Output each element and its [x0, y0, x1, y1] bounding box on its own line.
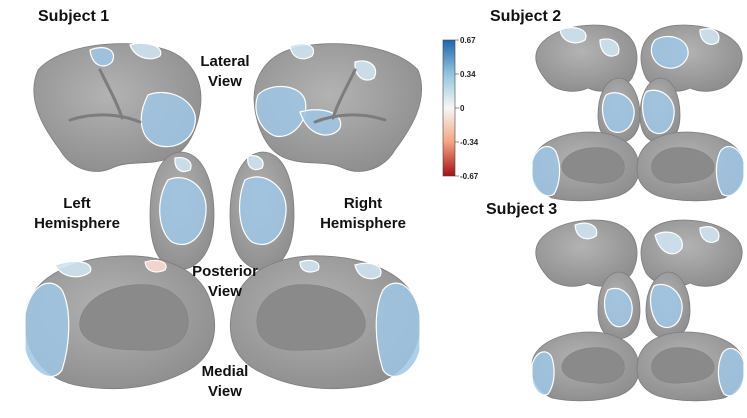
sulcus-line [68, 113, 142, 124]
medial-wall [561, 347, 625, 384]
cortex-surface [640, 219, 743, 287]
colorbar-tick-label: -0.34 [460, 138, 479, 147]
activation-blob [129, 42, 162, 60]
subject3-group [531, 219, 745, 402]
right-hemisphere-label: Right Hemisphere [306, 194, 420, 234]
s1-posterior-left-brain [149, 151, 215, 271]
colorbar [442, 39, 459, 177]
medial-view-label: Medial View [180, 362, 270, 402]
colorbar-bar [442, 39, 456, 177]
s1-posterior-right-brain [229, 151, 295, 271]
medial-wall [651, 147, 715, 184]
activation-blob [601, 92, 635, 133]
activation-blob [531, 145, 561, 197]
activation-blob [599, 38, 620, 57]
medial-wall [256, 284, 366, 351]
s3-right-lateral-brain [640, 219, 743, 287]
colorbar-tick-label: 0.67 [460, 36, 476, 45]
s1-right-medial-brain [229, 255, 421, 390]
activation-blob [650, 35, 689, 69]
activation-blob [354, 60, 377, 81]
s2-posterior-left-brain [597, 77, 641, 144]
subject1-group [24, 42, 423, 390]
activation-blob [649, 283, 683, 329]
medial-wall [651, 347, 715, 384]
colorbar-tick-label: 0 [460, 104, 465, 113]
s3-left-lateral-brain [535, 219, 638, 287]
sulcus-line [331, 68, 357, 120]
s3-posterior-right-brain [645, 271, 691, 340]
activation-blob [603, 287, 633, 328]
posterior-line1: Posterior [192, 263, 258, 280]
s2-left-medial-brain [531, 131, 640, 202]
activation-blob [54, 260, 92, 278]
right-hemi-line2: Hemisphere [320, 215, 406, 232]
activation-blob [641, 89, 675, 135]
medial-wall [79, 284, 189, 351]
activation-blob [559, 27, 587, 44]
activation-blob [24, 282, 70, 377]
s2-posterior-right-brain [639, 77, 681, 144]
s1-left-lateral-brain [33, 42, 202, 172]
activation-blob [717, 347, 745, 397]
s1-right-lateral-brain [253, 43, 423, 172]
activation-blob [375, 282, 421, 377]
activation-blob [289, 43, 314, 60]
sulcus-line [98, 68, 124, 120]
activation-blob [159, 177, 207, 245]
activation-blob [531, 351, 555, 396]
lateral-line1: Lateral [200, 53, 250, 70]
activation-blob [89, 47, 114, 67]
subject1-title: Subject 1 [38, 8, 110, 25]
colorbar-tick-label: -0.67 [460, 172, 479, 181]
s2-left-lateral-brain [535, 24, 638, 92]
activation-blob [715, 145, 745, 197]
right-hemi-line1: Right [343, 195, 383, 212]
s3-right-medial-brain [636, 331, 745, 402]
subject2-title: Subject 2 [490, 8, 562, 25]
activation-blob [140, 91, 196, 148]
left-hemi-line1: Left [63, 195, 91, 212]
activation-blob [247, 155, 264, 171]
subject3-title: Subject 3 [486, 201, 558, 218]
activation-blob [299, 259, 320, 273]
s2-right-medial-brain [636, 131, 745, 202]
activation-blob [354, 262, 382, 280]
s1-left-medial-brain [24, 255, 216, 390]
medial-line1: Medial [201, 363, 249, 380]
lateral-view-label: Lateral View [182, 52, 268, 92]
activation-blob [255, 85, 307, 138]
s2-right-lateral-brain [640, 24, 743, 92]
s3-left-medial-brain [531, 331, 640, 402]
posterior-view-label: Posterior View [180, 262, 270, 302]
left-hemisphere-label: Left Hemisphere [20, 194, 134, 234]
s3-posterior-left-brain [597, 271, 641, 340]
colorbar-tick-label: 0.34 [460, 70, 476, 79]
medial-wall [561, 147, 625, 184]
activation-blob [144, 259, 167, 273]
sulcus-line [313, 113, 387, 124]
activation-blob [699, 28, 720, 45]
medial-line2: View [208, 383, 242, 400]
activation-blob [654, 231, 683, 255]
activation-blob [574, 222, 598, 240]
posterior-line2: View [208, 283, 242, 300]
activation-blob [699, 226, 720, 243]
lateral-line2: View [208, 73, 242, 90]
left-hemi-line2: Hemisphere [34, 215, 120, 232]
activation-blob [239, 176, 287, 245]
activation-blob [174, 157, 192, 173]
subject2-group [531, 24, 745, 202]
